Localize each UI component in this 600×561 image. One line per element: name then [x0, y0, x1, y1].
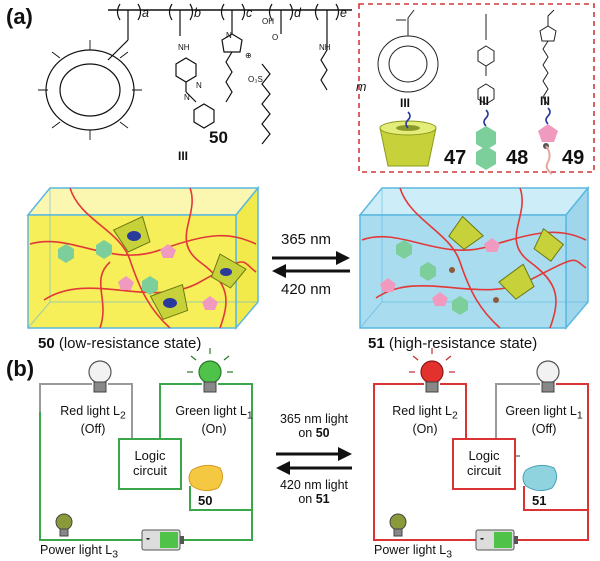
svg-text:NH: NH: [319, 43, 331, 52]
left-state-number: 50: [38, 335, 55, 352]
left-material-label: 50: [198, 493, 213, 508]
compound-50-label: 50: [209, 128, 228, 147]
legend-number-49: 49: [562, 147, 585, 169]
left-battery: [141, 529, 184, 551]
left-red-bulb: [88, 360, 112, 393]
legend-mark-47: III: [400, 96, 411, 110]
right-red-light-label: Red light L2(On): [392, 404, 458, 437]
left-red-light-label: Red light L2(Off): [60, 404, 126, 437]
left-green-bulb: [187, 348, 233, 393]
subscript-c: c: [246, 6, 253, 20]
high-resistance-box: [358, 185, 590, 331]
left-power-light-label: Power light L3: [40, 543, 119, 561]
legend-number-48: 48: [506, 147, 529, 169]
right-state-text: (high-resistance state): [384, 335, 538, 352]
right-green-bulb: [536, 360, 560, 393]
left-battery-sign: -: [146, 531, 150, 545]
svg-text:⊕: ⊕: [245, 51, 252, 60]
right-battery: [475, 529, 518, 551]
wavelength-420: 420 nm: [281, 281, 332, 298]
cd-mark-left: III: [178, 149, 189, 163]
right-battery-sign: -: [480, 531, 484, 545]
panel-b-label: (b): [6, 356, 35, 381]
left-green-light-label: Green light L1(On): [175, 404, 253, 437]
right-state-number: 51: [368, 335, 385, 352]
subscript-m: m: [356, 80, 367, 94]
right-power-bulb: [389, 513, 407, 537]
svg-text:O: O: [272, 33, 278, 42]
legend-number-47: 47: [444, 147, 467, 169]
low-resistance-box: [26, 185, 260, 331]
panel-a-label: (a): [6, 4, 33, 29]
svg-text:O₃S: O₃S: [248, 75, 263, 84]
right-logic-circuit: Logic circuit: [452, 438, 516, 490]
right-green-light-label: Green light L1(Off): [505, 404, 583, 437]
legend-mark-49: III: [540, 94, 551, 108]
svg-text:NH: NH: [178, 43, 190, 52]
wavelength-365: 365 nm: [281, 231, 332, 248]
svg-text:N: N: [196, 81, 202, 90]
right-red-bulb: [409, 348, 455, 393]
switch-arrows: [276, 447, 352, 475]
legend-mark-48: III: [479, 94, 490, 108]
subscript-a: a: [142, 6, 149, 20]
right-material-sample: [522, 464, 558, 492]
left-material-sample: [188, 464, 224, 492]
reaction-arrows: [272, 251, 350, 278]
left-state-caption: 50 (low-resistance state): [38, 336, 201, 351]
svg-text:N: N: [226, 31, 232, 40]
right-material-label: 51: [532, 493, 547, 508]
subscript-b: b: [194, 6, 201, 20]
right-power-light-label: Power light L3: [374, 543, 453, 561]
subscript-e: e: [340, 6, 347, 20]
right-state-caption: 51 (high-resistance state): [368, 336, 537, 351]
left-power-bulb: [55, 513, 73, 537]
left-state-text: (low-resistance state): [54, 335, 202, 352]
left-logic-circuit: Logic circuit: [118, 438, 182, 490]
subscript-d: d: [294, 6, 301, 20]
legend-box: [358, 3, 595, 173]
svg-text:OH: OH: [262, 17, 274, 26]
svg-text:N: N: [184, 93, 190, 102]
